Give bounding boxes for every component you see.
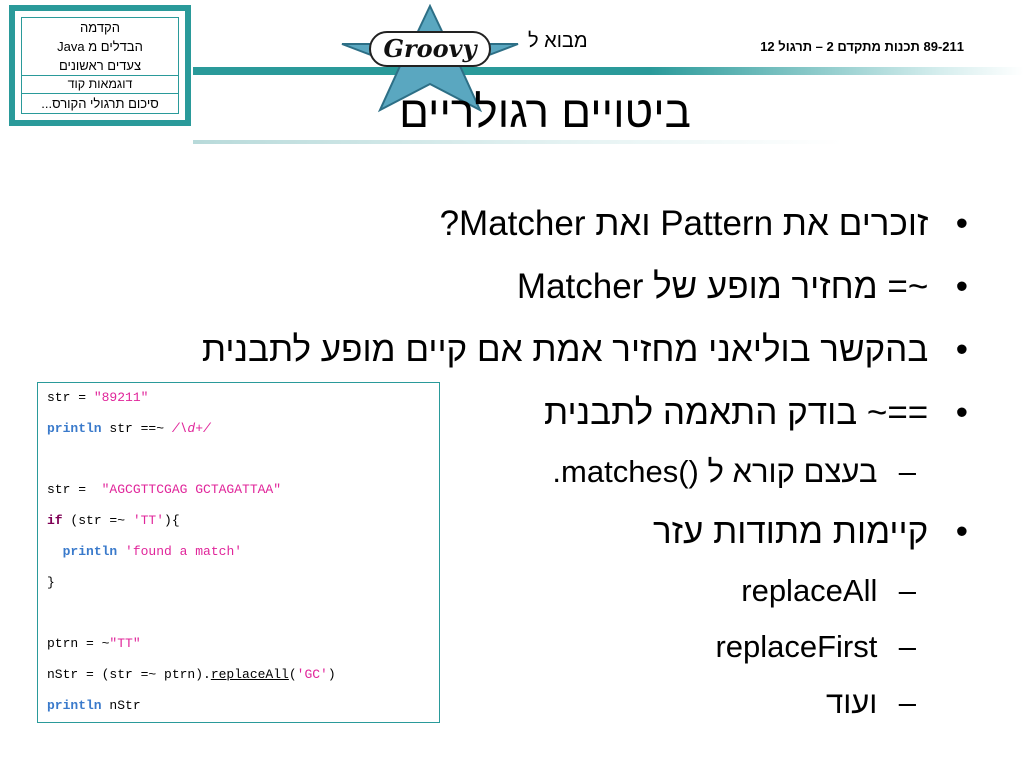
code-line: }	[47, 574, 439, 605]
code-builtin: println	[62, 543, 118, 559]
dash-symbol: –	[898, 629, 916, 664]
bullet-item: • בהקשר בוליאני מחזיר אמת אם קיים מופע ל…	[38, 318, 968, 381]
code-string: "TT"	[109, 636, 141, 652]
code-token: (	[288, 667, 297, 683]
code-token: (str =~	[62, 513, 133, 529]
bullet-symbol: •	[955, 267, 968, 306]
code-builtin: println	[47, 697, 102, 713]
nav-item-java-differences[interactable]: הבדלים מ Java	[57, 39, 143, 54]
code-regex: /\d+/	[171, 420, 211, 436]
code-line: ptrn = ~"TT"	[47, 635, 439, 666]
nav-item-intro[interactable]: הקדמה	[80, 20, 120, 35]
sub-bullet-text: ועוד	[826, 685, 878, 720]
code-string: "AGCGTTCGAG GCTAGATTAA"	[101, 482, 282, 498]
code-string: 'found a match'	[125, 543, 243, 559]
dash-symbol: –	[898, 573, 916, 608]
navigation-box: הקדמה הבדלים מ Java צעדים ראשונים דוגמאו…	[9, 5, 191, 126]
sub-bullet-item: – בעצם קורא ל ()matches.	[38, 444, 968, 500]
sub-bullet-text: replaceAll	[741, 573, 878, 608]
dash-symbol: –	[898, 685, 916, 720]
bullet-symbol: •	[955, 330, 968, 369]
bullet-symbol: •	[955, 393, 968, 432]
code-line: str = "AGCGTTCGAG GCTAGATTAA"	[47, 481, 439, 512]
logo-text: Groovy	[383, 34, 478, 63]
bullet-text: ==~ בודק התאמה לתבנית	[543, 393, 929, 432]
nav-item-summary[interactable]: סיכום תרגולי הקורס...	[41, 96, 159, 111]
code-token	[117, 544, 125, 559]
sub-bullet-text: בעצם קורא ל ()matches.	[552, 454, 878, 489]
sub-bullet-item: – ועוד	[38, 675, 968, 731]
bullet-item: • זוכרים את Pattern ואת Matcher?	[38, 192, 968, 255]
code-token: ptrn = ~	[47, 636, 110, 652]
code-string: 'TT'	[132, 513, 165, 529]
code-line: str = "89211"	[47, 389, 439, 420]
code-string: "89211"	[93, 390, 149, 405]
header-topic: מבוא ל	[528, 30, 588, 52]
code-token: str =	[47, 390, 94, 405]
code-method: replaceAll	[210, 667, 289, 683]
nav-item-code-examples[interactable]: דוגמאות קוד	[22, 75, 178, 94]
groovy-logo: Groovy	[341, 4, 519, 113]
bullet-item: • ==~ בודק התאמה לתבנית	[38, 381, 968, 444]
code-example: str = "89211" println str ==~ /\d+/ str …	[37, 382, 440, 723]
code-token: str ==~	[101, 420, 172, 436]
code-indent	[47, 544, 63, 559]
dash-symbol: –	[898, 454, 916, 489]
sub-bullet-text: replaceFirst	[715, 629, 878, 664]
header-bar	[193, 67, 1024, 75]
code-line: println str ==~ /\d+/	[47, 420, 439, 451]
course-title: 89-211 תכנות מתקדם 2 – תרגול 12	[760, 39, 964, 54]
code-line-blank	[47, 451, 439, 482]
code-token: nStr = (str =~ ptrn).	[47, 667, 211, 683]
code-string: 'GC'	[296, 667, 328, 683]
code-token: ){	[164, 513, 180, 529]
bullet-symbol: •	[955, 204, 968, 243]
bullet-symbol: •	[955, 512, 968, 551]
bullet-text: זוכרים את Pattern ואת Matcher?	[439, 204, 929, 243]
code-token: }	[47, 574, 55, 590]
code-token: nStr	[101, 697, 141, 713]
code-line: nStr = (str =~ ptrn).replaceAll('GC')	[47, 666, 439, 697]
code-line-blank	[47, 605, 439, 636]
code-line: if (str =~ 'TT'){	[47, 512, 439, 543]
page-title: ביטויים רגולריים	[399, 88, 691, 137]
code-token: str =	[47, 482, 102, 498]
sub-bullet-item: – replaceFirst	[38, 619, 968, 675]
code-keyword: if	[47, 513, 63, 529]
code-line: println 'found a match'	[47, 543, 439, 574]
bullet-text: קיימות מתודות עזר	[652, 512, 929, 551]
bullet-item: • קיימות מתודות עזר	[38, 500, 968, 563]
code-token: )	[327, 667, 336, 683]
title-underline	[193, 140, 843, 144]
code-line: println nStr	[47, 697, 439, 728]
code-builtin: println	[47, 420, 102, 436]
bullet-item: • ~= מחזיר מופע של Matcher	[38, 255, 968, 318]
sub-bullet-item: – replaceAll	[38, 563, 968, 619]
bullet-text: ~= מחזיר מופע של Matcher	[516, 267, 929, 306]
bullet-list: • זוכרים את Pattern ואת Matcher? • ~= מח…	[38, 192, 968, 731]
navigation-list: הקדמה הבדלים מ Java צעדים ראשונים דוגמאו…	[21, 17, 179, 114]
nav-item-first-steps[interactable]: צעדים ראשונים	[58, 58, 142, 73]
bullet-text: בהקשר בוליאני מחזיר אמת אם קיים מופע לתב…	[201, 330, 929, 369]
